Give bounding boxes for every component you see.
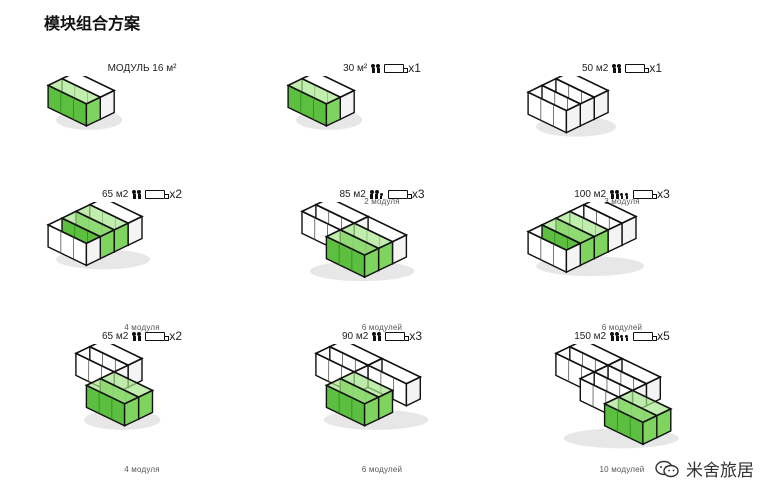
- combination-6mod-a: 85 м2 x3 6 модулей: [262, 186, 502, 336]
- isometric-diagram: [46, 202, 151, 270]
- truck-icon: [385, 331, 410, 341]
- people-icon: [132, 331, 142, 341]
- truck-count: x3: [409, 329, 423, 343]
- wechat-logo-icon: [655, 460, 679, 477]
- area-label: 50 м2: [581, 62, 609, 74]
- module-outline: [526, 224, 583, 274]
- area-label: 90 м2: [341, 330, 369, 342]
- combination-module: МОДУЛЬ 16 м²: [22, 60, 262, 210]
- area-label: 30 м²: [343, 62, 368, 74]
- isometric-diagram: [526, 202, 644, 277]
- area-label: 65 м2: [101, 188, 129, 200]
- module-outline: [46, 217, 103, 267]
- combination-header: 50 м2 x1: [502, 60, 742, 76]
- module-count-caption: 4 модуля: [124, 323, 160, 332]
- combination-4mod-a: 65 м2 x2 4 модуля: [22, 186, 262, 336]
- area-label: 85 м2: [339, 188, 366, 200]
- truck-icon: [625, 63, 650, 73]
- isometric-diagram: [46, 76, 123, 130]
- module-highlighted: [46, 77, 103, 128]
- module-count-caption: 3 модуля: [604, 197, 640, 206]
- module-count-caption: 6 модулей: [361, 323, 403, 332]
- truck-icon: [145, 189, 170, 199]
- combination-header: МОДУЛЬ 16 м²: [22, 60, 262, 76]
- people-icon: [610, 189, 629, 199]
- truck-icon: [145, 331, 170, 341]
- truck-icon: [633, 189, 658, 199]
- truck-count: x1: [408, 61, 421, 75]
- watermark: 米舍旅居: [654, 456, 754, 481]
- people-icon: [369, 189, 384, 199]
- module-count-caption: 10 модулей: [599, 465, 645, 474]
- combination-10mod: 150 м2 x5 10 модулей: [502, 328, 742, 478]
- combination-header: 85 м2 x3: [262, 186, 502, 202]
- truck-count: x5: [657, 329, 670, 343]
- isometric-diagram: [526, 76, 617, 137]
- people-icon: [371, 63, 381, 73]
- page-title: 模块组合方案: [44, 14, 141, 33]
- area-label: 100 м2: [574, 188, 607, 200]
- isometric-diagram: [74, 344, 161, 430]
- module-count-caption: 4 модуля: [124, 465, 160, 474]
- module-outline: [526, 84, 583, 134]
- module-outline: [366, 357, 423, 407]
- truck-count: x2: [169, 187, 183, 201]
- watermark-text: 米舍旅居: [686, 461, 754, 481]
- truck-count: x1: [649, 61, 663, 75]
- combination-header: 30 м² x1: [262, 60, 502, 76]
- people-icon: [372, 331, 382, 341]
- people-icon: [612, 63, 622, 73]
- combination-header: 100 м2 x3: [502, 186, 742, 202]
- combination-3mod: 50 м2 x1 3 модуля: [502, 60, 742, 210]
- people-icon: [610, 331, 629, 341]
- combination-6mod-b: 100 м2 x3 6 модулей: [502, 186, 742, 336]
- combination-6mod-c: 90 м2 x3 6 модулей: [262, 328, 502, 478]
- area-label: 65 м2: [101, 330, 129, 342]
- isometric-diagram: [314, 344, 429, 430]
- module-count-caption: 2 модуля: [364, 197, 400, 206]
- isometric-diagram: [554, 344, 679, 449]
- truck-icon: [633, 331, 658, 341]
- module-highlighted: [324, 229, 381, 279]
- combination-header: 65 м2 x2: [22, 186, 262, 202]
- isometric-diagram: [300, 202, 415, 282]
- module-highlighted: [84, 377, 141, 427]
- module-highlighted: [286, 77, 343, 128]
- truck-count: x2: [169, 329, 183, 343]
- truck-icon: [384, 63, 409, 73]
- truck-count: x3: [411, 187, 425, 201]
- module-highlighted: [324, 377, 381, 427]
- truck-count: x3: [657, 187, 670, 201]
- area-label: МОДУЛЬ 16 м²: [107, 62, 177, 74]
- combination-4mod-b: 65 м2 x2 4 модуля: [22, 328, 262, 478]
- combination-header: 65 м2 x2: [22, 328, 262, 344]
- combination-2mod: 30 м² x1 2 модуля: [262, 60, 502, 210]
- combination-header: 150 м2 x5: [502, 328, 742, 344]
- module-count-caption: 6 модулей: [601, 323, 643, 332]
- module-highlighted: [602, 396, 659, 446]
- isometric-diagram: [286, 76, 363, 130]
- people-icon: [132, 189, 142, 199]
- truck-icon: [387, 189, 412, 199]
- combination-header: 90 м2 x3: [262, 328, 502, 344]
- module-count-caption: 6 модулей: [361, 465, 403, 474]
- area-label: 150 м2: [574, 330, 607, 342]
